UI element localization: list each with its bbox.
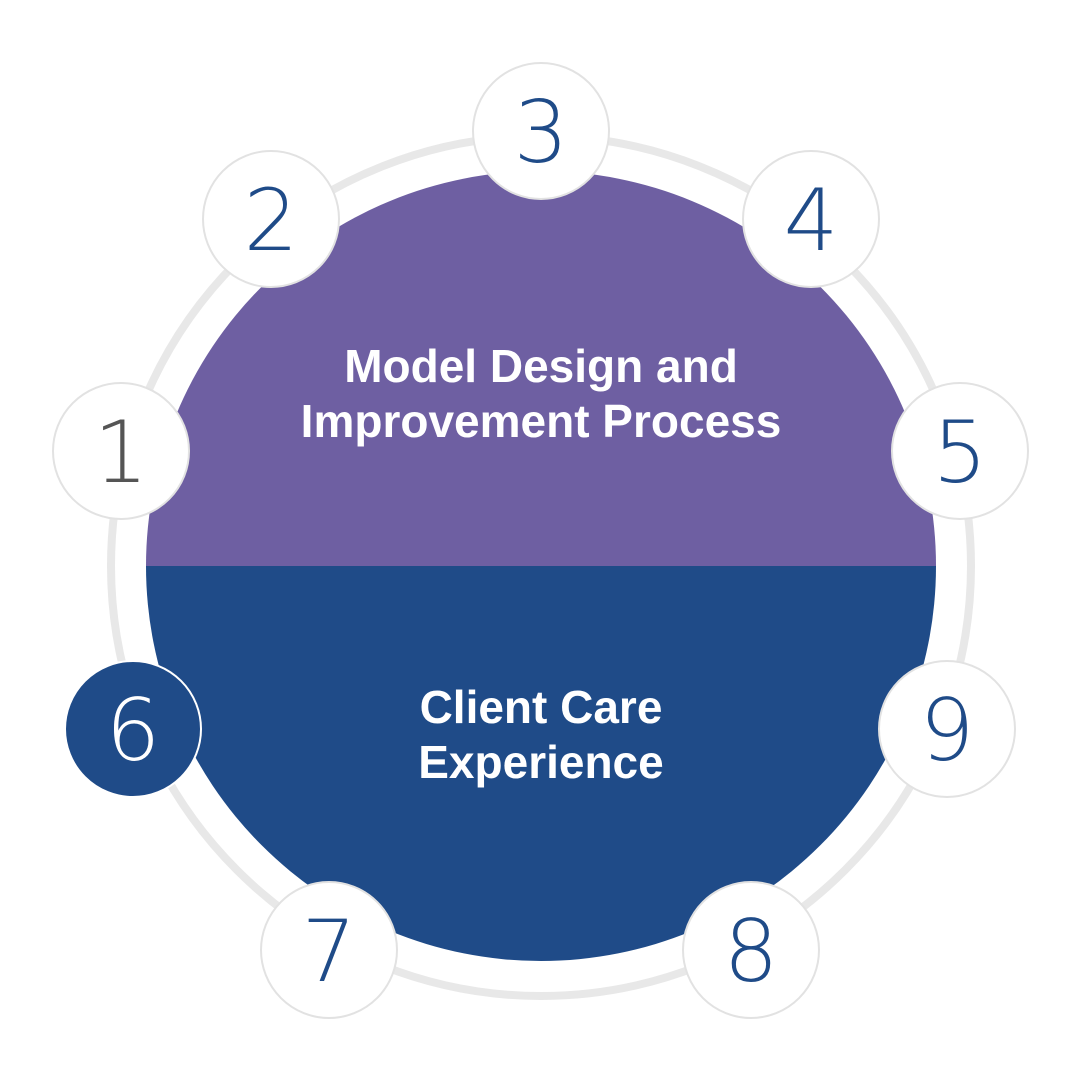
step-node-7[interactable]: 7 xyxy=(260,881,398,1019)
step-nodes: 1 2 3 4 5 6 7 8 xyxy=(52,62,1029,1019)
step-node-circle xyxy=(202,150,340,288)
top-section-title-line1: Model Design and xyxy=(344,340,738,392)
step-node-5[interactable]: 5 xyxy=(891,382,1029,520)
step-node-circle xyxy=(742,150,880,288)
step-number: 4 xyxy=(784,171,839,271)
step-number: 6 xyxy=(106,681,161,781)
step-node-8[interactable]: 8 xyxy=(682,881,820,1019)
step-number: 2 xyxy=(244,171,299,271)
step-node-2[interactable]: 2 xyxy=(202,150,340,288)
step-number: 3 xyxy=(514,83,569,183)
step-node-circle xyxy=(472,62,610,200)
bottom-section-title-line2: Experience xyxy=(418,736,663,788)
step-node-circle xyxy=(64,660,202,798)
step-node-circle xyxy=(878,660,1016,798)
top-section-title-line2: Improvement Process xyxy=(301,395,782,447)
bottom-half-section xyxy=(146,566,936,961)
step-node-circle xyxy=(682,881,820,1019)
step-node-6[interactable]: 6 xyxy=(64,660,202,798)
bottom-section-title-line1: Client Care xyxy=(420,681,663,733)
step-node-circle xyxy=(891,382,1029,520)
top-half-section xyxy=(146,171,936,566)
step-number: 8 xyxy=(724,902,779,1002)
step-node-circle xyxy=(52,382,190,520)
step-number: 7 xyxy=(302,902,357,1002)
step-number: 1 xyxy=(94,403,149,503)
step-node-circle xyxy=(260,881,398,1019)
step-node-1[interactable]: 1 xyxy=(52,382,190,520)
step-node-9[interactable]: 9 xyxy=(878,660,1016,798)
step-number: 9 xyxy=(920,681,975,781)
step-node-3[interactable]: 3 xyxy=(472,62,610,200)
step-number: 5 xyxy=(933,403,988,503)
step-node-4[interactable]: 4 xyxy=(742,150,880,288)
